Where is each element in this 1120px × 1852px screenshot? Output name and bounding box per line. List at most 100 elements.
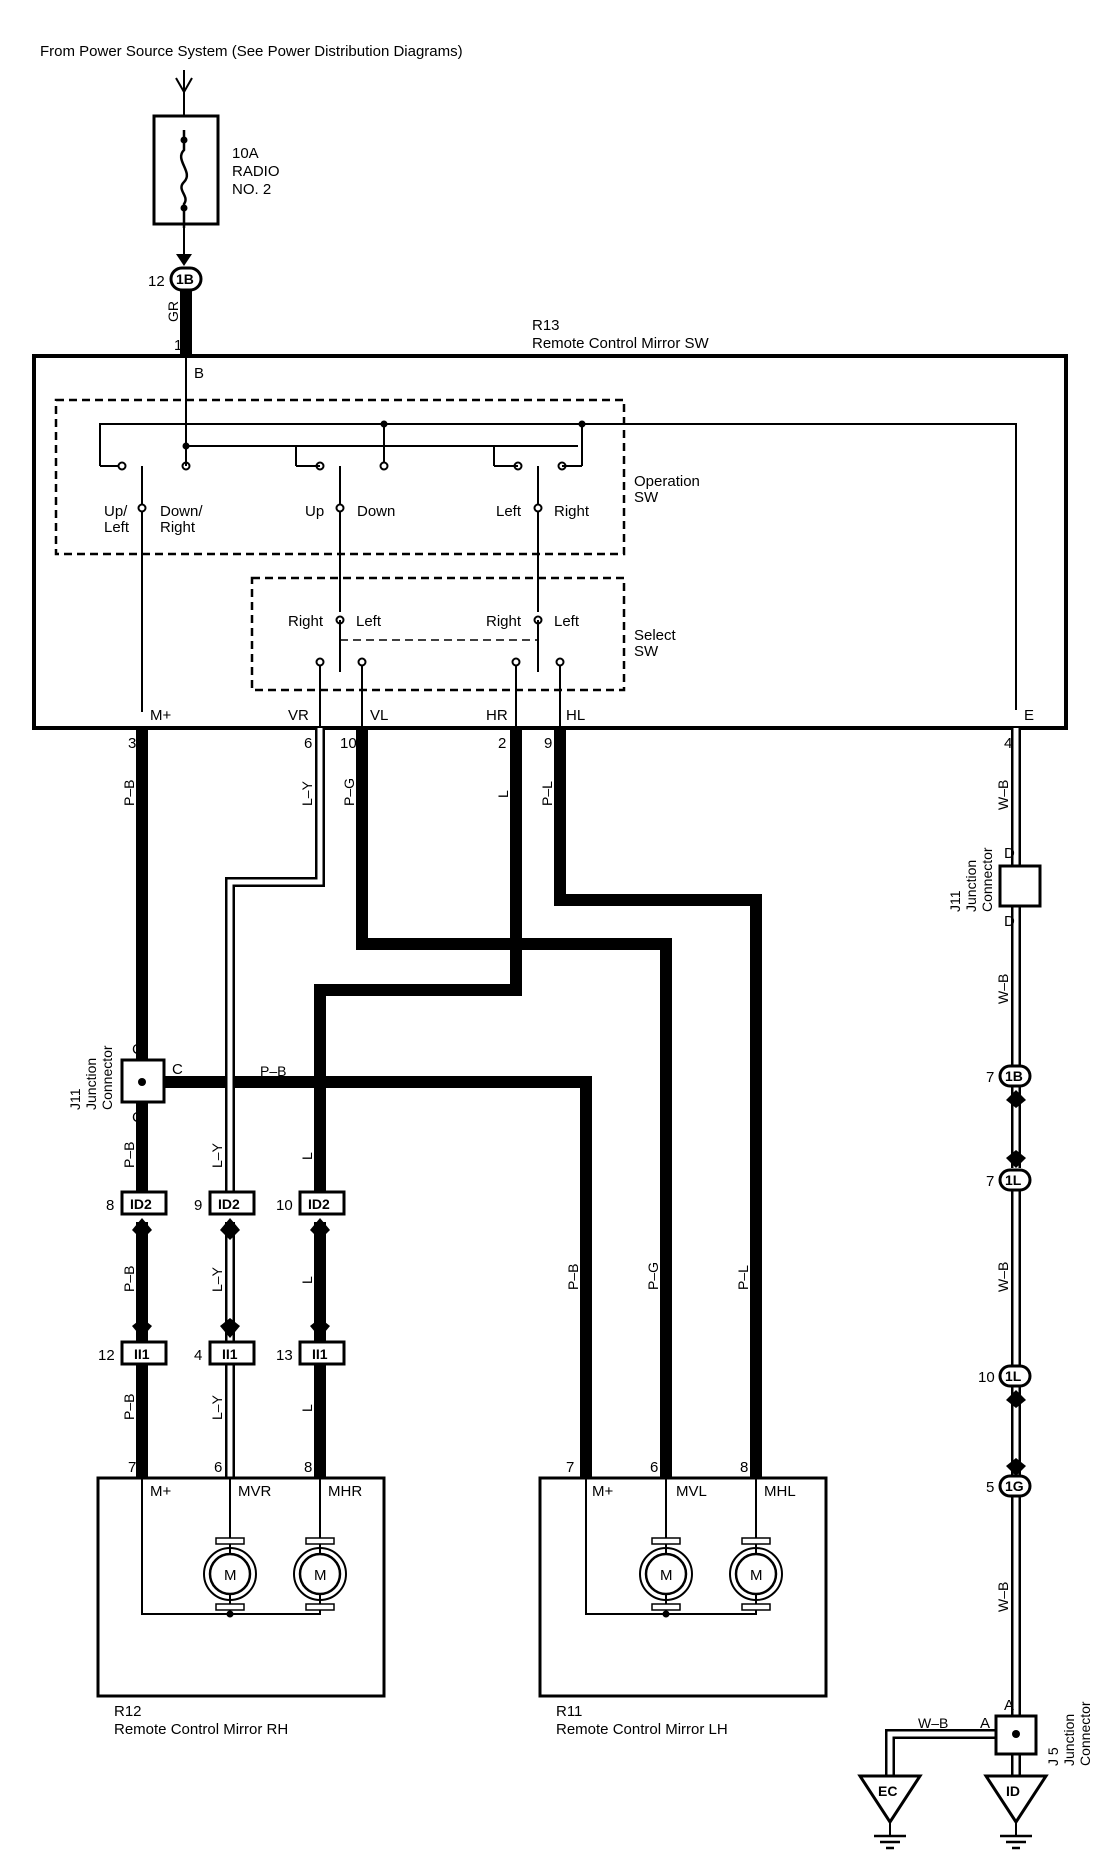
sw-term-vr: VR bbox=[288, 707, 309, 724]
j11-right-l2: Connector bbox=[979, 847, 995, 912]
wire-l-3: L bbox=[299, 1276, 315, 1284]
fuse-rating: 10A bbox=[232, 145, 259, 162]
wire-pb-h: P–B bbox=[260, 1063, 286, 1079]
j11-left-pin-side: C bbox=[172, 1061, 183, 1078]
ii1-pin-3: 13 bbox=[276, 1347, 293, 1364]
wire-pb-2: P–B bbox=[121, 1142, 137, 1168]
op-down-right-1: Down/ bbox=[160, 503, 203, 520]
fuse-10a bbox=[152, 114, 220, 228]
j11-left-l1: Junction bbox=[83, 1058, 99, 1110]
id2-code-2: ID2 bbox=[218, 1196, 240, 1212]
fuse-name-1: RADIO bbox=[232, 163, 280, 180]
select-sw-wiring bbox=[315, 615, 565, 728]
id2-pin-1: 8 bbox=[106, 1197, 114, 1214]
j11-left-pin-bot: C bbox=[132, 1109, 143, 1126]
ii1-code-1: II1 bbox=[134, 1346, 150, 1362]
rh-term-1: M+ bbox=[150, 1483, 171, 1500]
wire-pb-4: P–B bbox=[121, 1394, 137, 1420]
sw-code: R13 bbox=[532, 317, 560, 334]
rc-code-1: 1B bbox=[1005, 1068, 1023, 1084]
conn-1b-top-pin: 12 bbox=[148, 273, 165, 290]
wire-wb-5: W–B bbox=[918, 1715, 948, 1731]
motor-icon bbox=[729, 1537, 783, 1611]
motor-icon bbox=[293, 1537, 347, 1611]
j11-left-pin-top: C bbox=[132, 1041, 143, 1058]
rc-pin-4: 5 bbox=[986, 1479, 994, 1496]
lh-pin-3: 8 bbox=[740, 1459, 748, 1476]
switch-box-r13 bbox=[32, 354, 1068, 730]
connector-id2 bbox=[120, 1190, 346, 1240]
right-chain-connectors bbox=[998, 1064, 1032, 1498]
op-up-left-1: Up/ bbox=[104, 503, 128, 520]
j11-left-l2: Connector bbox=[99, 1045, 115, 1110]
lh-motor-h-label: M bbox=[750, 1567, 763, 1584]
rh-motor-h-label: M bbox=[314, 1567, 327, 1584]
wire-wb-2: W–B bbox=[995, 974, 1011, 1004]
j5-pin-side: A bbox=[980, 1715, 990, 1732]
select-sw-area bbox=[250, 576, 626, 692]
sel-sw-label-2: SW bbox=[634, 643, 659, 660]
sw-term-e: E bbox=[1024, 707, 1034, 724]
op-sw-label-1: Operation bbox=[634, 473, 700, 490]
wire-pb-5: P–B bbox=[565, 1264, 581, 1290]
op-down: Down bbox=[357, 503, 395, 520]
rh-motor-v-label: M bbox=[224, 1567, 237, 1584]
lh-code: R11 bbox=[556, 1703, 582, 1720]
wire-gr-label: GR bbox=[165, 301, 181, 322]
sel-right-2: Right bbox=[486, 613, 522, 630]
wire-pg-2: P–G bbox=[645, 1262, 661, 1290]
sel-left-1: Left bbox=[356, 613, 382, 630]
rh-term-2: MVR bbox=[238, 1483, 272, 1500]
wire-wb-1: W–B bbox=[995, 780, 1011, 810]
rc-pin-1: 7 bbox=[986, 1069, 994, 1086]
connector-ii1 bbox=[120, 1318, 346, 1366]
pin-hl: 9 bbox=[544, 735, 552, 752]
wire-ly-2: L–Y bbox=[209, 1142, 225, 1168]
rh-pin-3: 8 bbox=[304, 1459, 312, 1476]
id2-code-1: ID2 bbox=[130, 1196, 152, 1212]
rc-pin-2: 7 bbox=[986, 1173, 994, 1190]
sel-sw-label-1: Select bbox=[634, 627, 677, 644]
rc-code-4: 1G bbox=[1005, 1478, 1024, 1494]
ground-ec-label: EC bbox=[878, 1783, 897, 1799]
rc-code-3: 1L bbox=[1005, 1368, 1022, 1384]
id2-pin-3: 10 bbox=[276, 1197, 293, 1214]
j11-right-l1: Junction bbox=[963, 860, 979, 912]
sel-right-1: Right bbox=[288, 613, 324, 630]
sel-left-2: Left bbox=[554, 613, 580, 630]
ground-id-label: ID bbox=[1006, 1783, 1020, 1799]
j5-l1: Junction bbox=[1061, 1714, 1077, 1766]
lh-term-3: MHL bbox=[764, 1483, 796, 1500]
j5-pin-top: A bbox=[1004, 1697, 1014, 1714]
j11-right-junction bbox=[998, 864, 1042, 908]
harness-wires bbox=[136, 728, 1021, 1776]
ground-id-icon bbox=[983, 1774, 1049, 1850]
ii1-pin-2: 4 bbox=[194, 1347, 202, 1364]
wire-pl-1: P–L bbox=[539, 781, 555, 806]
pin-m: 3 bbox=[128, 735, 136, 752]
rh-code: R12 bbox=[114, 1703, 142, 1720]
id2-code-3: ID2 bbox=[308, 1196, 330, 1212]
wire-pb-3: P–B bbox=[121, 1266, 137, 1292]
ii1-code-2: II1 bbox=[222, 1346, 238, 1362]
lh-pin-2: 6 bbox=[650, 1459, 658, 1476]
wire-ly-4: L–Y bbox=[209, 1394, 225, 1420]
sw-term-hr: HR bbox=[486, 707, 508, 724]
mirror-rh-box bbox=[96, 1476, 386, 1698]
fuse-name-2: NO. 2 bbox=[232, 181, 271, 198]
mirror-lh-box bbox=[538, 1476, 828, 1698]
sw-terminal-b: B bbox=[194, 365, 204, 382]
j11-right-code: J11 bbox=[947, 890, 963, 912]
motor-icon bbox=[639, 1537, 693, 1611]
rc-code-2: 1L bbox=[1005, 1172, 1022, 1188]
rh-pin-1: 7 bbox=[128, 1459, 136, 1476]
op-left: Left bbox=[496, 503, 522, 520]
ground-ec-icon bbox=[857, 1774, 923, 1850]
motor-icon bbox=[203, 1537, 257, 1611]
j11-left-junction bbox=[120, 1058, 166, 1104]
j11-right-pin-bot: D bbox=[1004, 913, 1015, 930]
wire-ly-1: L–Y bbox=[299, 780, 315, 806]
operation-sw-wiring bbox=[99, 356, 1017, 712]
j11-right-pin-top: D bbox=[1004, 845, 1015, 862]
op-down-right-2: Right bbox=[160, 519, 196, 536]
